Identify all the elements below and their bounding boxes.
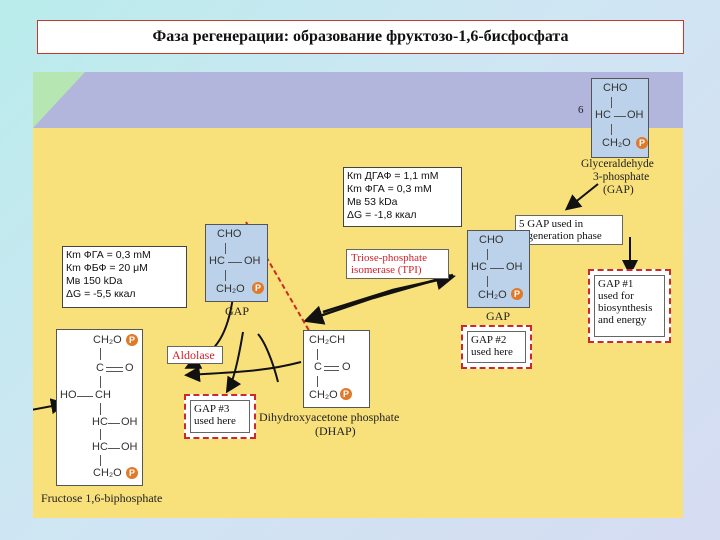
gap-left-ch2o: CH₂O	[216, 283, 245, 295]
diagram-panel: CHO HC OH CH₂O P 6 Glyceraldehyde 3-phos…	[33, 72, 683, 518]
dhap-name-2: (DHAP)	[315, 424, 356, 438]
glyceraldehyde-name-2: 3-phosphate	[593, 171, 650, 183]
fbp-oh3: OH	[121, 441, 138, 453]
dhap-name-1: Dihydroxyacetone phosphate	[259, 410, 400, 424]
arrow-dhap-to-fbp	[184, 361, 302, 383]
gap1-line3: biosynthesis	[598, 302, 653, 314]
gap5-line2: regeneration phase	[519, 230, 602, 242]
glyceraldehyde-name-3: (GAP)	[603, 184, 634, 196]
gap2-box: GAP #2 used here	[461, 325, 532, 369]
arrow-gap-to-gap5	[564, 183, 599, 211]
gap-left-oh: OH	[244, 255, 261, 267]
fbp-ch2o-top: CH₂O	[93, 334, 122, 346]
gap-right-name: GAP	[486, 309, 511, 323]
dhap-c: C	[314, 361, 322, 373]
dhap-phosphate: P	[340, 388, 352, 400]
fbp-ho: HO	[60, 389, 77, 401]
dhap-molecule: CH₂CH C O CH₂O	[303, 330, 370, 408]
fbp-oh2: OH	[121, 416, 138, 428]
gap-right-phosphate: P	[511, 288, 523, 300]
arrows-layer	[33, 183, 638, 415]
page-title: Фаза регенерации: образование фруктозо-1…	[37, 20, 684, 54]
fbp-hc2: HC	[92, 416, 108, 428]
gap-right-ch2o: CH₂O	[478, 289, 507, 301]
gap1-line1: GAP #1	[598, 278, 634, 290]
gap3-line1: GAP #3	[194, 403, 230, 415]
gap5-box: 5 GAP used in regeneration phase	[515, 215, 623, 245]
gap5-line1: 5 GAP used in	[519, 218, 584, 230]
glyceraldehyde-molecule: CHO HC OH CH₂O	[591, 78, 649, 158]
gap-right-cho: CHO	[479, 234, 504, 246]
gap-left-name: GAP	[225, 304, 250, 318]
fbp-phosphate-bottom: P	[126, 467, 138, 479]
arrow-dhap-up	[257, 333, 279, 383]
dhap-ch2o: CH₂O	[309, 389, 338, 401]
gap-right-oh: OH	[506, 261, 523, 273]
gap3-box: GAP #3 used here	[184, 394, 256, 439]
gap-left-molecule: CHO HC OH CH₂O	[205, 224, 268, 302]
fbp-molecule: CH₂O C O HO CH HC OH HC OH CH₂O	[56, 329, 143, 486]
top-band	[33, 72, 683, 128]
gap-left-hc: HC	[209, 255, 225, 267]
fbp-c: C	[96, 362, 104, 374]
gap1-line2: used for	[598, 290, 634, 302]
arrow-gap3	[225, 331, 244, 394]
gap-top-cho: CHO	[603, 82, 628, 94]
fbp-hc3: HC	[92, 441, 108, 453]
aldolase-enzyme-label: Aldolase	[167, 346, 223, 364]
gap3-line2: used here	[194, 415, 236, 427]
gap-right-hc: HC	[471, 261, 487, 273]
gap-top-ch2o: CH₂O	[602, 137, 631, 149]
aldolase-kinetics-box: Кm ФГА = 0,3 mM Кm ФБФ = 20 μM Мв 150 kD…	[62, 246, 187, 308]
gap2-line2: used here	[471, 346, 513, 358]
top-band-corner	[33, 72, 85, 128]
gap-left-phosphate: P	[252, 282, 264, 294]
gap-top-oh: OH	[627, 109, 644, 121]
fbp-o: O	[125, 362, 134, 374]
fbp-ch: CH	[95, 389, 111, 401]
gap1-box: GAP #1 used for biosynthesis and energy	[588, 269, 671, 343]
fbp-phosphate-top: P	[126, 334, 138, 346]
gap-left-cho: CHO	[217, 228, 242, 240]
gap-top-hc: HC	[595, 109, 611, 121]
tpi-enzyme-label: Triose-phosphate isomerase (TPI)	[346, 249, 449, 279]
step-number: 6	[578, 104, 584, 116]
dhap-ch2oh: CH₂CH	[309, 334, 346, 346]
fbp-ch2o-bottom: CH₂O	[93, 467, 122, 479]
dhap-o: O	[342, 361, 351, 373]
arrow-tpi-forward	[322, 270, 456, 314]
gap2-line1: GAP #2	[471, 334, 507, 346]
fbp-name: Fructose 1,6-biphosphate	[41, 491, 163, 505]
tpi-kinetics-box: Кm ДГАФ = 1,1 mM Кm ФГА = 0,3 mM Мв 53 k…	[343, 167, 462, 227]
gap-top-phosphate: P	[636, 137, 648, 149]
red-dashed-line	[245, 221, 312, 335]
gap1-line4: and energy	[598, 314, 647, 326]
glyceraldehyde-name-1: Glyceraldehyde	[581, 158, 654, 170]
